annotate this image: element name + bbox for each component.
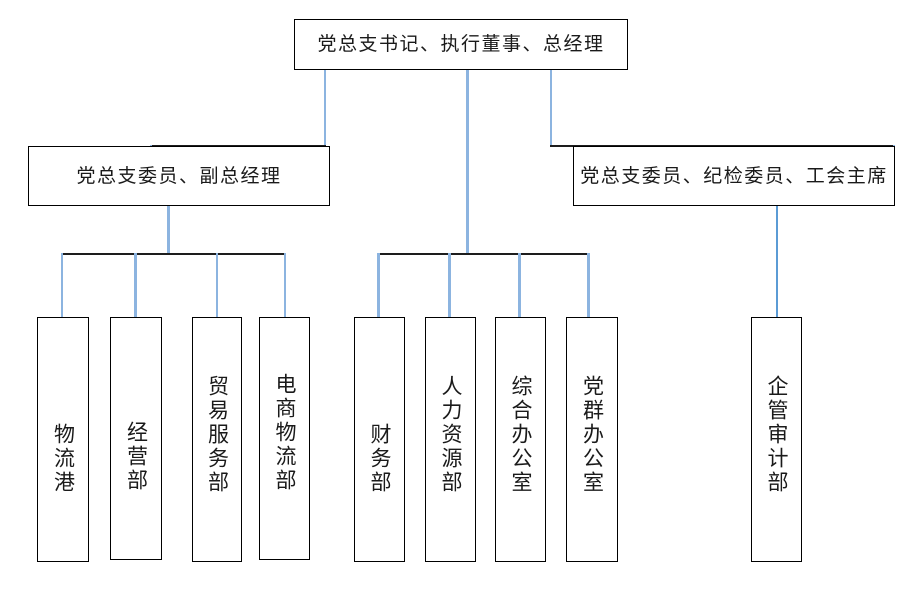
node-label: 党总支委员、纪检委员、工会主席 [580,164,888,187]
node-label: 人力资源部 [439,375,463,495]
node-label: 党群办公室 [580,375,605,495]
connector-middle-group-bus [377,253,589,255]
connector-level2-left-riser [167,206,170,254]
connector-left-group-drop-1 [61,253,63,317]
connector-left-group-drop-3 [216,253,218,317]
node-dept-zonghebangongshi[interactable]: 综合办公室 [495,317,546,562]
node-label: 党总支委员、副总经理 [76,164,282,187]
connector-middle-group-drop-4 [587,253,590,317]
node-dept-wuliugang[interactable]: 物流港 [37,317,89,562]
node-dept-dianshangwuliubu[interactable]: 电商物流部 [259,317,310,560]
node-dept-dangqunbangongshi[interactable]: 党群办公室 [566,317,618,562]
node-label: 物流港 [51,423,76,495]
node-level2-left[interactable]: 党总支委员、副总经理 [28,146,330,206]
connector-top-to-left-drop [324,70,326,146]
node-dept-maoyifuwubu[interactable]: 贸易服务部 [192,317,242,562]
node-level2-right[interactable]: 党总支委员、纪检委员、工会主席 [573,146,895,206]
connector-top-to-right-drop [550,70,552,146]
node-label: 综合办公室 [509,375,533,495]
connector-level2-right-drop [776,206,778,317]
connector-top-to-middle-bus [466,70,469,254]
node-dept-jingyingbu[interactable]: 经营部 [110,317,162,560]
node-dept-renliziyuanbu[interactable]: 人力资源部 [425,317,476,562]
connector-left-group-drop-2 [134,253,137,317]
connector-middle-group-drop-3 [518,253,521,317]
node-label: 党总支书记、执行董事、总经理 [317,33,605,56]
connector-left-group-bus [61,253,286,255]
node-level1-top[interactable]: 党总支书记、执行董事、总经理 [294,19,628,70]
node-dept-caiwubu[interactable]: 财务部 [354,317,405,562]
node-label: 财务部 [368,423,392,495]
node-label: 经营部 [124,421,149,493]
node-label: 电商物流部 [273,373,297,493]
node-dept-qiguanshenjibu[interactable]: 企管审计部 [751,317,802,562]
connector-middle-group-drop-2 [448,253,451,317]
connector-middle-group-drop-1 [377,253,380,317]
node-label: 贸易服务部 [205,375,230,495]
node-label: 企管审计部 [765,375,789,495]
connector-left-group-drop-4 [284,253,286,317]
